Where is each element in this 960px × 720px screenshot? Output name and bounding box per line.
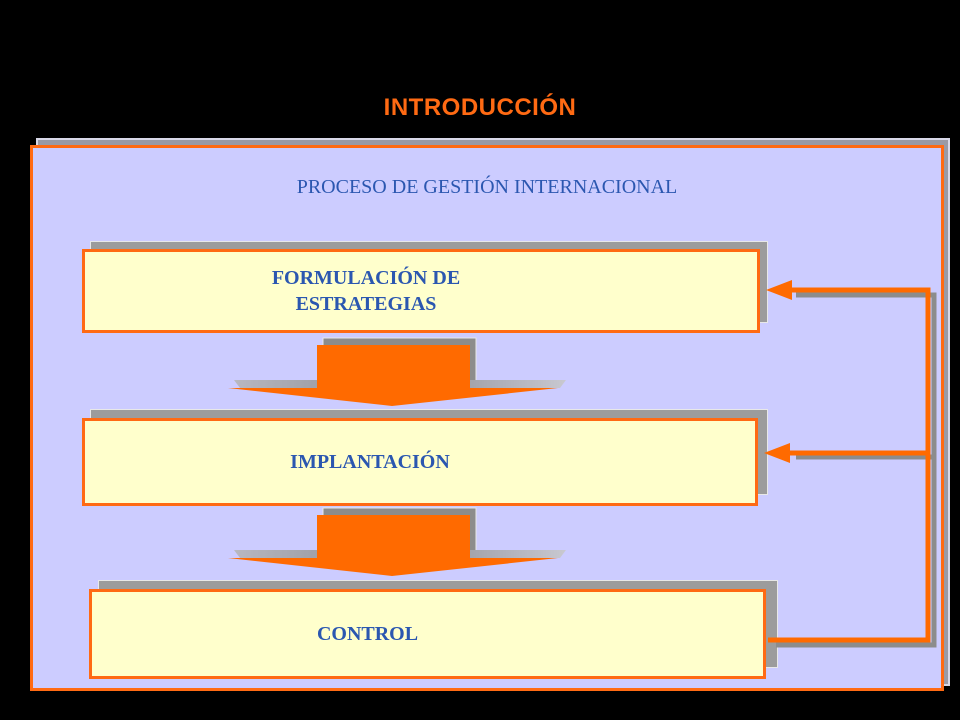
feedback-loop-icon [764, 280, 937, 648]
page-title: INTRODUCCIÓN [383, 94, 577, 121]
step-formulacion-label-line2: ESTRATEGIAS [295, 293, 437, 315]
down-arrow-2-icon [228, 507, 566, 576]
step-control-box: CONTROL [89, 589, 766, 679]
step-implantacion-box: IMPLANTACIÓN [82, 418, 758, 506]
diagram-subtitle: PROCESO DE GESTIÓN INTERNACIONAL [296, 176, 678, 198]
step-implantacion-label: IMPLANTACIÓN [290, 451, 450, 473]
step-formulacion-box: FORMULACIÓN DE ESTRATEGIAS [82, 249, 760, 333]
down-arrow-1-icon [228, 337, 566, 406]
step-formulacion-label-line1: FORMULACIÓN DE [271, 267, 461, 289]
step-control-label: CONTROL [316, 623, 419, 645]
